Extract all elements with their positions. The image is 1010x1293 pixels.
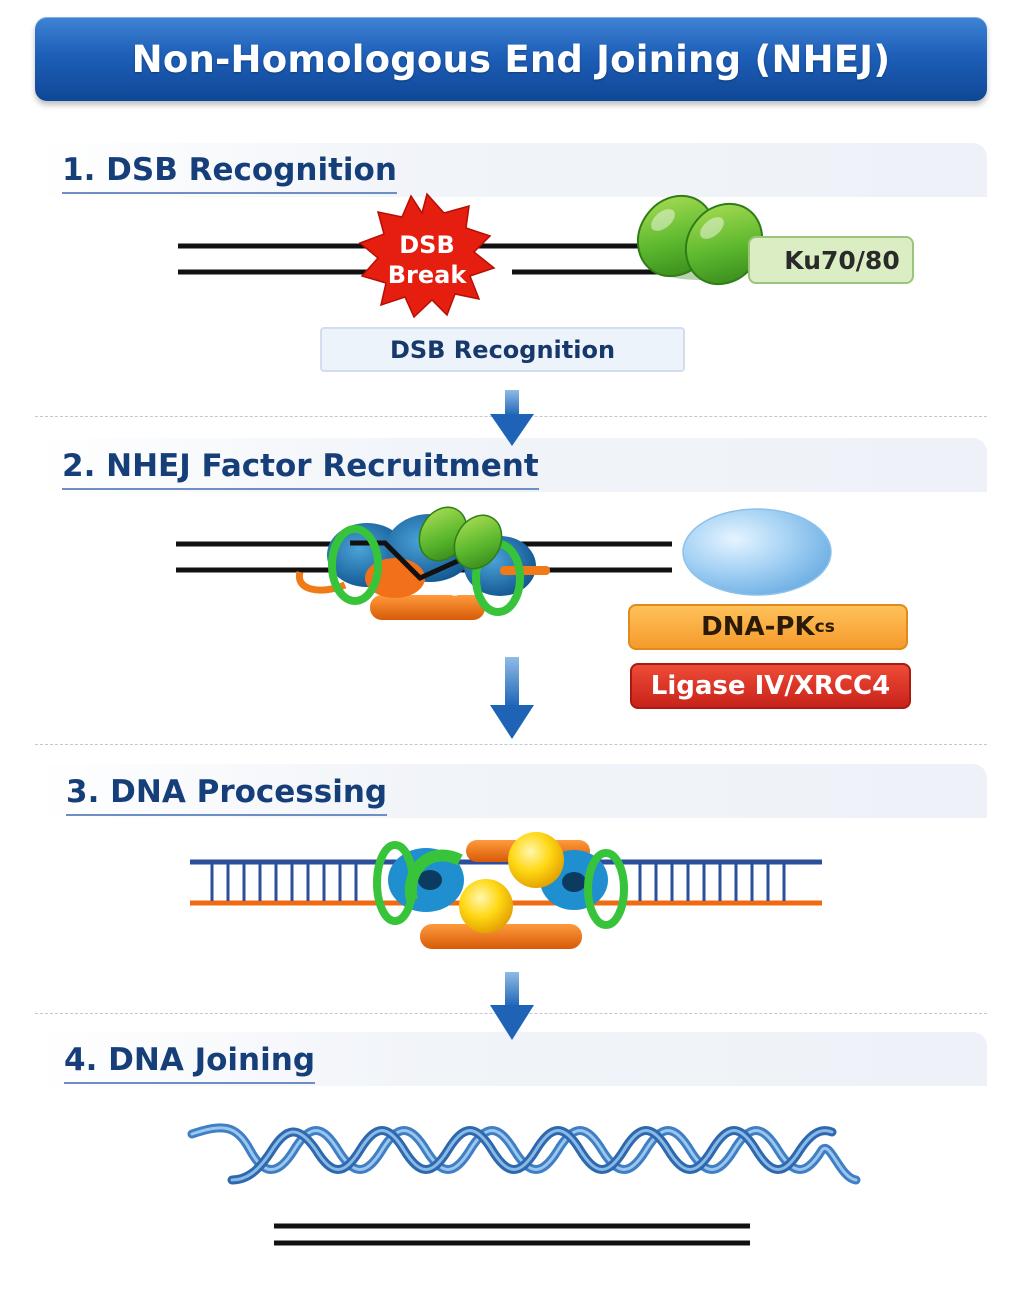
divider-2 xyxy=(35,744,987,745)
section-band-3 xyxy=(35,764,987,818)
dna-pkcs-icon xyxy=(682,508,832,596)
dsb-recognition-caption: DSB Recognition xyxy=(320,327,685,372)
section-band-2 xyxy=(35,438,987,492)
dna-helix-icon xyxy=(187,1123,861,1185)
arrow-down-icon-2 xyxy=(490,657,534,739)
dna-pkcs-label-text: DNA-PK xyxy=(701,612,815,642)
section-band-1 xyxy=(35,143,987,197)
dsb-break-line2: Break xyxy=(387,261,467,289)
page-title: Non-Homologous End Joining (NHEJ) xyxy=(131,37,891,81)
step-heading-2: 2. NHEJ Factor Recruitment xyxy=(62,448,539,490)
step-heading-3: 3. DNA Processing xyxy=(66,774,388,816)
dsb-break-label: DSB Break xyxy=(372,230,482,290)
section-band-4 xyxy=(35,1032,987,1086)
step-heading-1: 1. DSB Recognition xyxy=(62,152,397,194)
step-heading-4: 4. DNA Joining xyxy=(64,1042,316,1084)
processing-complex-icon xyxy=(373,832,628,949)
ku70-80-icon xyxy=(636,194,764,286)
nhej-complex-icon xyxy=(295,506,550,620)
dna-strands-step1 xyxy=(178,243,660,275)
ligase-iv-xrcc4-label: Ligase IV/XRCC4 xyxy=(630,663,911,709)
dsb-break-icon xyxy=(358,192,496,319)
arrow-down-icon-3 xyxy=(490,972,534,1040)
arrow-down-icon-1 xyxy=(490,390,534,446)
dsb-break-line1: DSB xyxy=(399,231,455,259)
dna-pkcs-subscript: cs xyxy=(814,617,835,637)
joined-dna-strands xyxy=(274,1223,750,1246)
ku70-80-label: Ku70/80 xyxy=(748,236,914,284)
title-bar: Non-Homologous End Joining (NHEJ) xyxy=(35,17,987,101)
